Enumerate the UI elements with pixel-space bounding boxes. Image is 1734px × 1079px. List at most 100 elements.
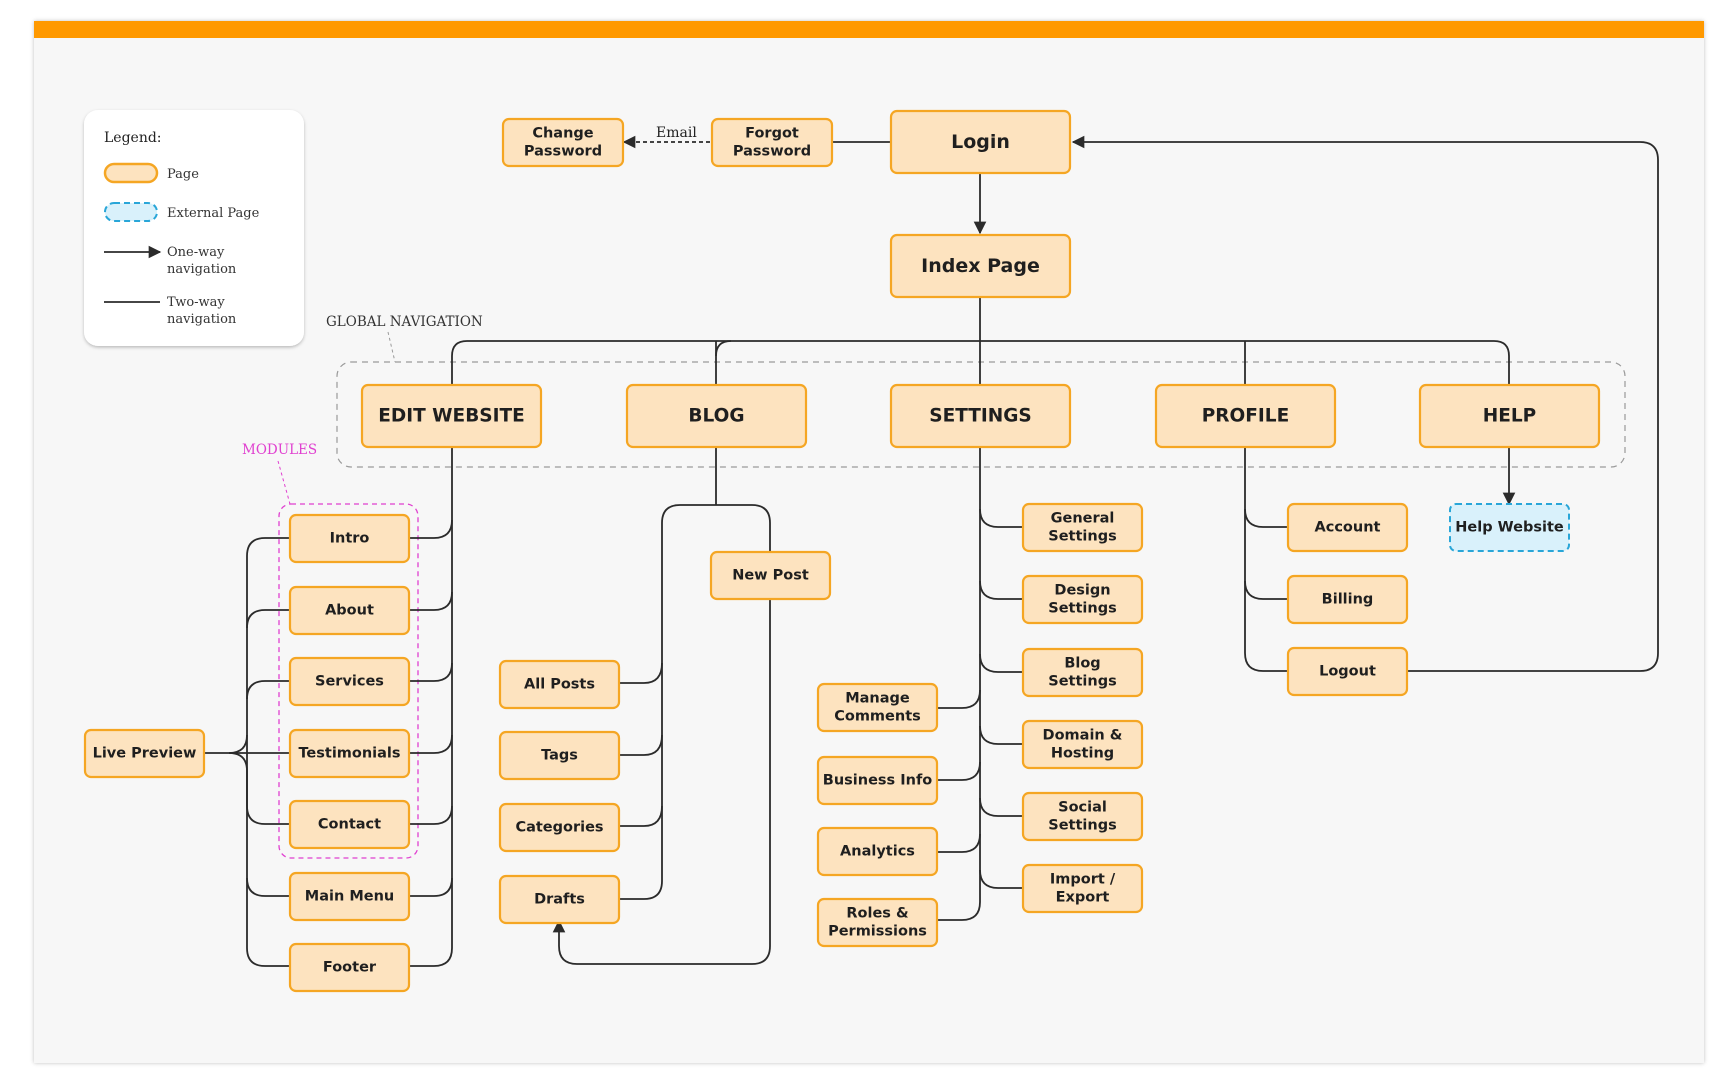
node-box [498, 659, 621, 710]
node-box [498, 874, 621, 925]
node-box [1021, 502, 1144, 553]
edge-bus-blog-curve [715, 340, 732, 357]
node-label: Change [532, 126, 593, 142]
edge-settings-business [937, 761, 981, 781]
node-label: BLOG [688, 406, 744, 427]
node-label: Login [951, 131, 1010, 153]
node-label: Comments [834, 708, 921, 724]
edge-edit-contact [409, 805, 453, 825]
node-live-preview: Live Preview [83, 728, 206, 779]
node-roles-permissions: Roles &Permissions [816, 897, 939, 948]
modules-group: MODULES [242, 442, 419, 859]
edge-blog-loop [661, 504, 771, 881]
edge-blog-allposts [618, 662, 663, 684]
node-box [1154, 383, 1337, 449]
node-box [625, 383, 808, 449]
edge-settings-roles [937, 901, 981, 921]
edge-edit-intro [409, 519, 453, 539]
legend-twoway-label-2: navigation [167, 312, 237, 327]
node-box [1449, 503, 1570, 552]
node-box [288, 513, 411, 564]
node-label: Services [315, 674, 384, 690]
node-label: Export [1056, 889, 1110, 905]
node-box [1021, 863, 1144, 914]
node-label: Business Info [823, 773, 932, 789]
node-label: Intro [330, 531, 370, 547]
node-box [1418, 383, 1601, 449]
node-about: About [288, 585, 411, 636]
node-login: Login [889, 109, 1072, 175]
node-box [288, 942, 411, 993]
node-label: Logout [1319, 664, 1376, 680]
node-settings: SETTINGS [889, 383, 1072, 449]
node-box [1021, 647, 1144, 698]
node-label: SETTINGS [929, 406, 1032, 427]
node-label: Analytics [840, 844, 915, 860]
legend-twoway-label-1: Two-way [167, 295, 225, 310]
accent-bar [34, 21, 1704, 38]
legend-external-label: External Page [167, 206, 260, 221]
node-box [816, 682, 939, 733]
node-box [501, 117, 625, 168]
node-box [1286, 502, 1409, 553]
edge-settings-import [979, 869, 1023, 889]
node-label: Billing [1322, 592, 1374, 608]
edge-edit-services [409, 662, 453, 682]
node-label: Manage [845, 691, 910, 707]
edge-blog-tags [618, 734, 663, 756]
node-label: Drafts [534, 892, 585, 908]
node-profile: PROFILE [1154, 383, 1337, 449]
modules-pointer [277, 460, 291, 505]
node-box [816, 897, 939, 948]
node-label: Tags [541, 748, 578, 764]
node-label: PROFILE [1202, 406, 1289, 427]
edge-profile-account [1244, 508, 1288, 528]
global-navigation-box [336, 361, 1626, 468]
edge-preview-contact [228, 752, 290, 825]
node-drafts: Drafts [498, 874, 621, 925]
node-business-info: Business Info [816, 755, 939, 806]
node-box [889, 233, 1072, 299]
node-label: Settings [1048, 673, 1116, 689]
node-label: Live Preview [93, 746, 197, 762]
node-box [889, 383, 1072, 449]
node-account: Account [1286, 502, 1409, 553]
edge-profile-logout [1244, 447, 1288, 672]
edge-preview-about [246, 609, 290, 629]
node-label: New Post [732, 568, 809, 584]
node-box [1021, 719, 1144, 770]
node-edit-website: EDIT WEBSITE [360, 383, 543, 449]
edge-settings-blog [979, 653, 1023, 673]
edge-logout-login [1071, 135, 1659, 672]
email-label: Email [656, 125, 697, 141]
legend-oneway-label-2: navigation [167, 262, 237, 277]
node-label: Categories [515, 820, 603, 836]
legend-page-label: Page [167, 167, 199, 182]
node-all-posts: All Posts [498, 659, 621, 710]
node-box [816, 755, 939, 806]
node-box [288, 585, 411, 636]
node-import-export: Import /Export [1021, 863, 1144, 914]
node-box [83, 728, 206, 779]
node-label: About [325, 603, 374, 619]
edge-settings-domain [979, 725, 1023, 745]
node-box [288, 656, 411, 707]
node-label: EDIT WEBSITE [378, 406, 525, 427]
node-label: Design [1054, 583, 1110, 599]
node-box [288, 728, 411, 779]
node-categories: Categories [498, 802, 621, 853]
edge-preview-mainmenu [246, 877, 290, 897]
node-label: General [1051, 511, 1115, 527]
node-label: Help Website [1455, 520, 1564, 536]
edge-settings-analytics [937, 833, 981, 853]
node-box [498, 802, 621, 853]
node-new-post: New Post [709, 550, 832, 601]
node-blog: BLOG [625, 383, 808, 449]
global-navigation-pointer [387, 331, 396, 363]
